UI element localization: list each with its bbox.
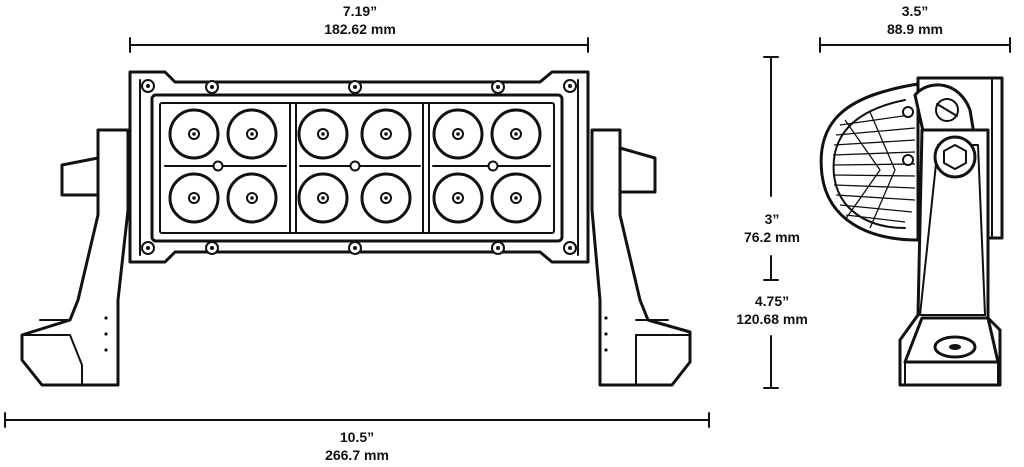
dimension-line-top-width — [129, 37, 589, 53]
dimension-imperial: 10.5” — [339, 429, 375, 445]
led-center — [514, 132, 518, 136]
dimension-imperial: 3” — [764, 211, 780, 227]
led-array — [168, 108, 542, 224]
module-screw — [487, 160, 499, 172]
dimension-label-light-height: 3” 76.2 mm — [712, 210, 832, 246]
led-center — [192, 196, 196, 200]
dimension-line-side-depth — [819, 37, 1011, 53]
led-center — [456, 132, 460, 136]
screw-center — [146, 84, 150, 88]
dimension-label-top-width: 7.19” 182.62 mm — [300, 2, 420, 38]
dimension-metric: 76.2 mm — [743, 229, 801, 245]
dimension-label-side-depth: 3.5” 88.9 mm — [855, 2, 975, 38]
led-center — [192, 132, 196, 136]
dimension-line-total-width — [4, 412, 710, 428]
dimension-metric: 120.68 mm — [736, 311, 808, 327]
led-center — [384, 132, 388, 136]
dimension-imperial: 3.5” — [901, 3, 929, 19]
led-center — [384, 196, 388, 200]
led-center — [456, 196, 460, 200]
dimension-imperial: 7.19” — [342, 3, 378, 19]
right-mount-bracket — [590, 128, 692, 387]
led-center — [321, 196, 325, 200]
left-mount-bracket — [20, 128, 130, 387]
screw-center — [210, 85, 214, 89]
side-view — [819, 76, 1004, 387]
side-reflector-fins — [832, 111, 916, 229]
screw-center — [210, 246, 214, 250]
dimension-line-light-height — [763, 56, 779, 281]
dimension-label-total-width: 10.5” 266.7 mm — [297, 428, 417, 464]
module-screw — [349, 160, 361, 172]
front-view — [20, 70, 692, 387]
housing-screws — [141, 79, 577, 255]
screw-center — [568, 246, 572, 250]
dimension-label-total-height: 4.75” 120.68 mm — [702, 292, 842, 328]
module-screw — [212, 160, 224, 172]
screw-center — [496, 85, 500, 89]
screw-center — [353, 85, 357, 89]
dimension-imperial: 4.75” — [754, 293, 790, 309]
led-center — [514, 196, 518, 200]
screw-center — [353, 246, 357, 250]
screw-center — [146, 246, 150, 250]
dimension-metric: 182.62 mm — [324, 21, 396, 37]
screw-center — [568, 84, 572, 88]
screw-center — [496, 246, 500, 250]
dimension-metric: 266.7 mm — [325, 447, 389, 463]
dimension-line-total-height — [763, 335, 779, 389]
led-center — [250, 132, 254, 136]
led-center — [250, 196, 254, 200]
dimension-metric: 88.9 mm — [886, 21, 944, 37]
led-center — [321, 132, 325, 136]
